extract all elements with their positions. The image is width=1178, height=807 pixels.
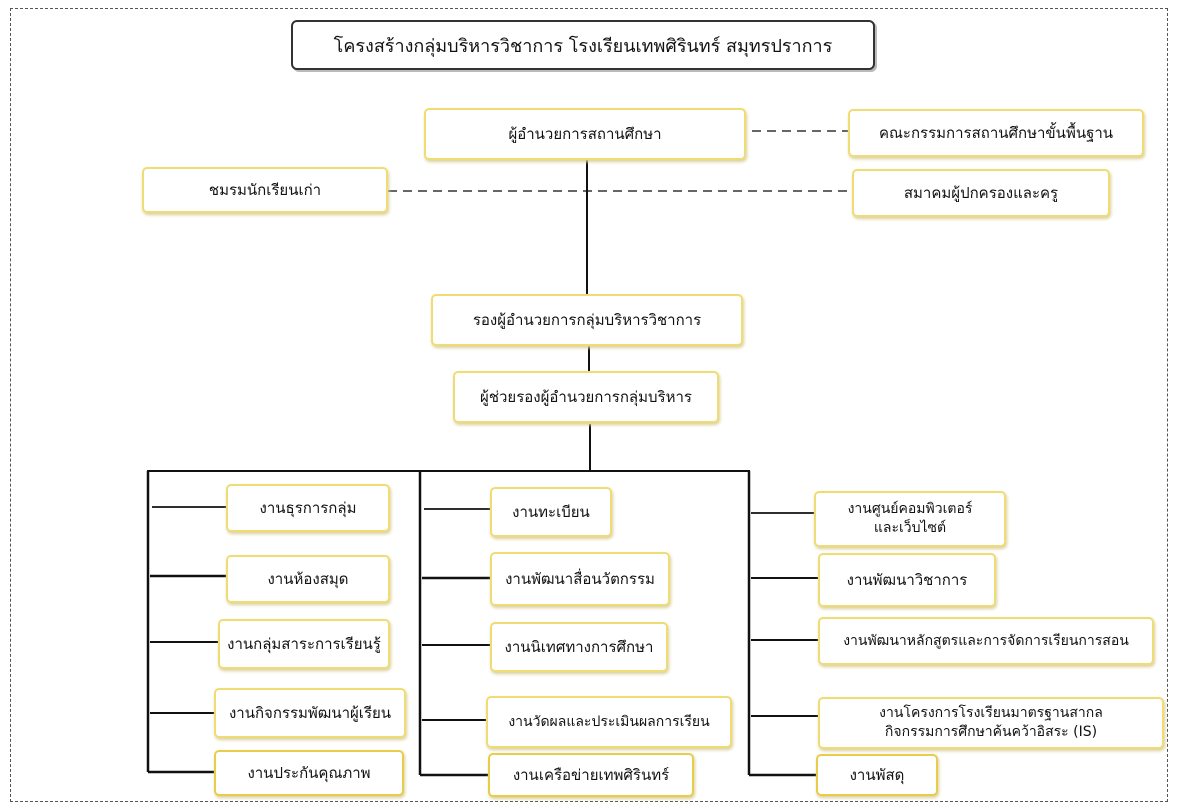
box-assistant: ผู้ช่วยรองผู้อำนวยการกลุ่มบริหาร — [453, 371, 719, 423]
col1-item-admin: งานธุรการกลุ่ม — [226, 484, 390, 532]
col3-item-curriculum-development: งานพัฒนาหลักสูตรและการจัดการเรียนการสอน — [818, 617, 1154, 665]
col3-item-computer-center: งานศูนย์คอมพิวเตอร์ และเว็บไซต์ — [814, 491, 1006, 547]
box-board: คณะกรรมการสถานศึกษาขั้นพื้นฐาน — [848, 109, 1144, 157]
col3-item-international-standard: งานโครงการโรงเรียนมาตรฐานสากล กิจกรรมการ… — [818, 697, 1164, 749]
col3-item-academic-development: งานพัฒนาวิชาการ — [818, 553, 996, 607]
box-deputy: รองผู้อำนวยการกลุ่มบริหารวิชาการ — [431, 294, 743, 346]
col2-item-supervision: งานนิเทศทางการศึกษา — [490, 622, 668, 672]
box-alumni: ชมรมนักเรียนเก่า — [142, 167, 388, 213]
col2-item-thepsirin-network: งานเครือข่ายเทพศิรินทร์ — [488, 753, 694, 797]
col2-item-assessment: งานวัดผลและประเมินผลการเรียน — [486, 696, 732, 748]
col1-item-library: งานห้องสมุด — [226, 555, 390, 603]
col3-item-supplies: งานพัสดุ — [816, 754, 938, 796]
page-title: โครงสร้างกลุ่มบริหารวิชาการ โรงเรียนเทพศ… — [291, 20, 875, 70]
col2-item-media-innovation: งานพัฒนาสื่อนวัตกรรม — [490, 552, 670, 606]
col1-item-subject-groups: งานกลุ่มสาระการเรียนรู้ — [218, 619, 390, 669]
col2-item-registration: งานทะเบียน — [490, 487, 612, 537]
box-parents-assoc: สมาคมผู้ปกครองและครู — [852, 169, 1110, 217]
col1-item-student-activities: งานกิจกรรมพัฒนาผู้เรียน — [214, 688, 406, 738]
box-director: ผู้อำนวยการสถานศึกษา — [424, 108, 746, 160]
outer-dashed-frame — [10, 8, 1168, 802]
col1-item-quality-assurance: งานประกันคุณภาพ — [214, 750, 404, 796]
